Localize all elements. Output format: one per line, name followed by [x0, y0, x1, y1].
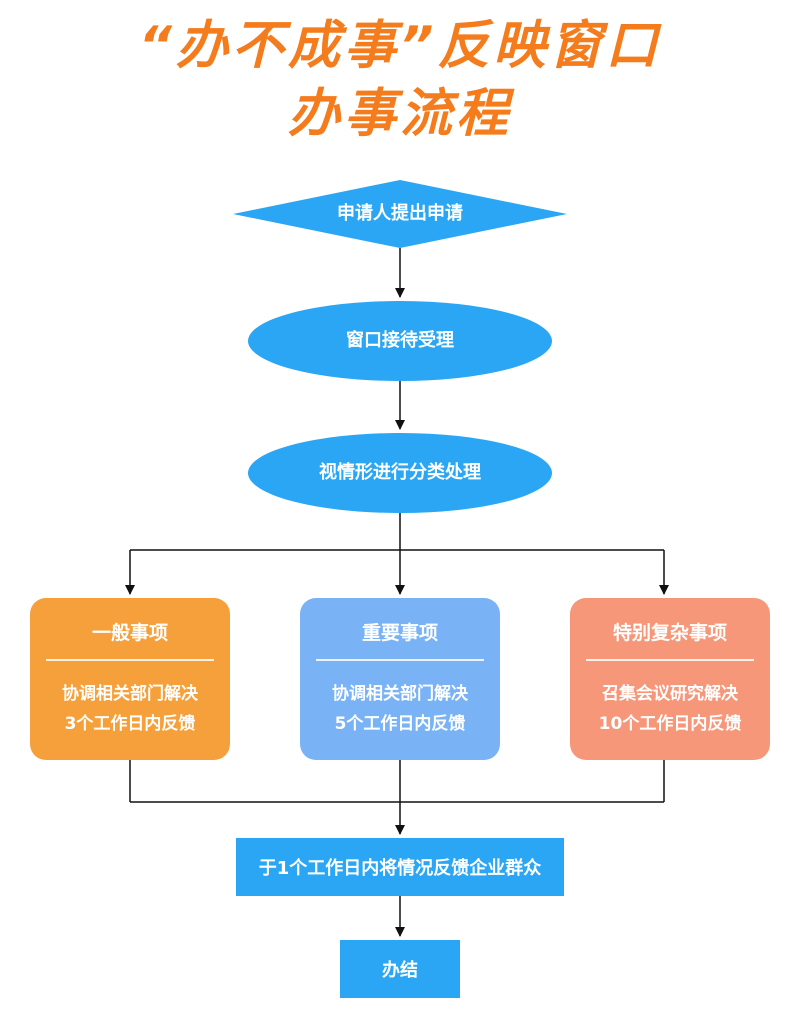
- title-line-2: 办事流程: [287, 84, 512, 144]
- card-title: 特别复杂事项: [612, 622, 727, 644]
- card-text-line-1: 协调相关部门解决: [332, 684, 468, 704]
- classify-ellipse: [248, 433, 552, 513]
- card-text-line-2: 10个工作日内反馈: [598, 714, 742, 734]
- card-title: 重要事项: [361, 622, 438, 644]
- classify-node-label: 视情形进行分类处理: [319, 462, 481, 483]
- card-text-line-1: 协调相关部门解决: [62, 684, 198, 704]
- accept-ellipse: [248, 301, 552, 381]
- card-divider: [586, 659, 754, 661]
- card-text-line-2: 5个工作日内反馈: [334, 714, 466, 734]
- accept-node-label: 窗口接待受理: [346, 330, 454, 351]
- title-line-1: “办不成事”反映窗口: [138, 16, 662, 76]
- apply-node-label: 申请人提出申请: [337, 203, 463, 224]
- card-title: 一般事项: [91, 622, 168, 644]
- card-divider: [46, 659, 214, 661]
- done-box: 办结: [340, 940, 460, 998]
- card-complex-matter: 特别复杂事项 召集会议研究解决 10个工作日内反馈: [570, 598, 770, 760]
- card-divider: [316, 659, 484, 661]
- card-important-matter: 重要事项 协调相关部门解决 5个工作日内反馈: [300, 598, 500, 760]
- card-text-line-1: 召集会议研究解决: [602, 684, 738, 704]
- card-general-matter: 一般事项 协调相关部门解决 3个工作日内反馈: [30, 598, 230, 760]
- feedback-box: 于1个工作日内将情况反馈企业群众: [236, 838, 564, 896]
- apply-diamond: [233, 180, 567, 248]
- card-text-line-2: 3个工作日内反馈: [64, 714, 196, 734]
